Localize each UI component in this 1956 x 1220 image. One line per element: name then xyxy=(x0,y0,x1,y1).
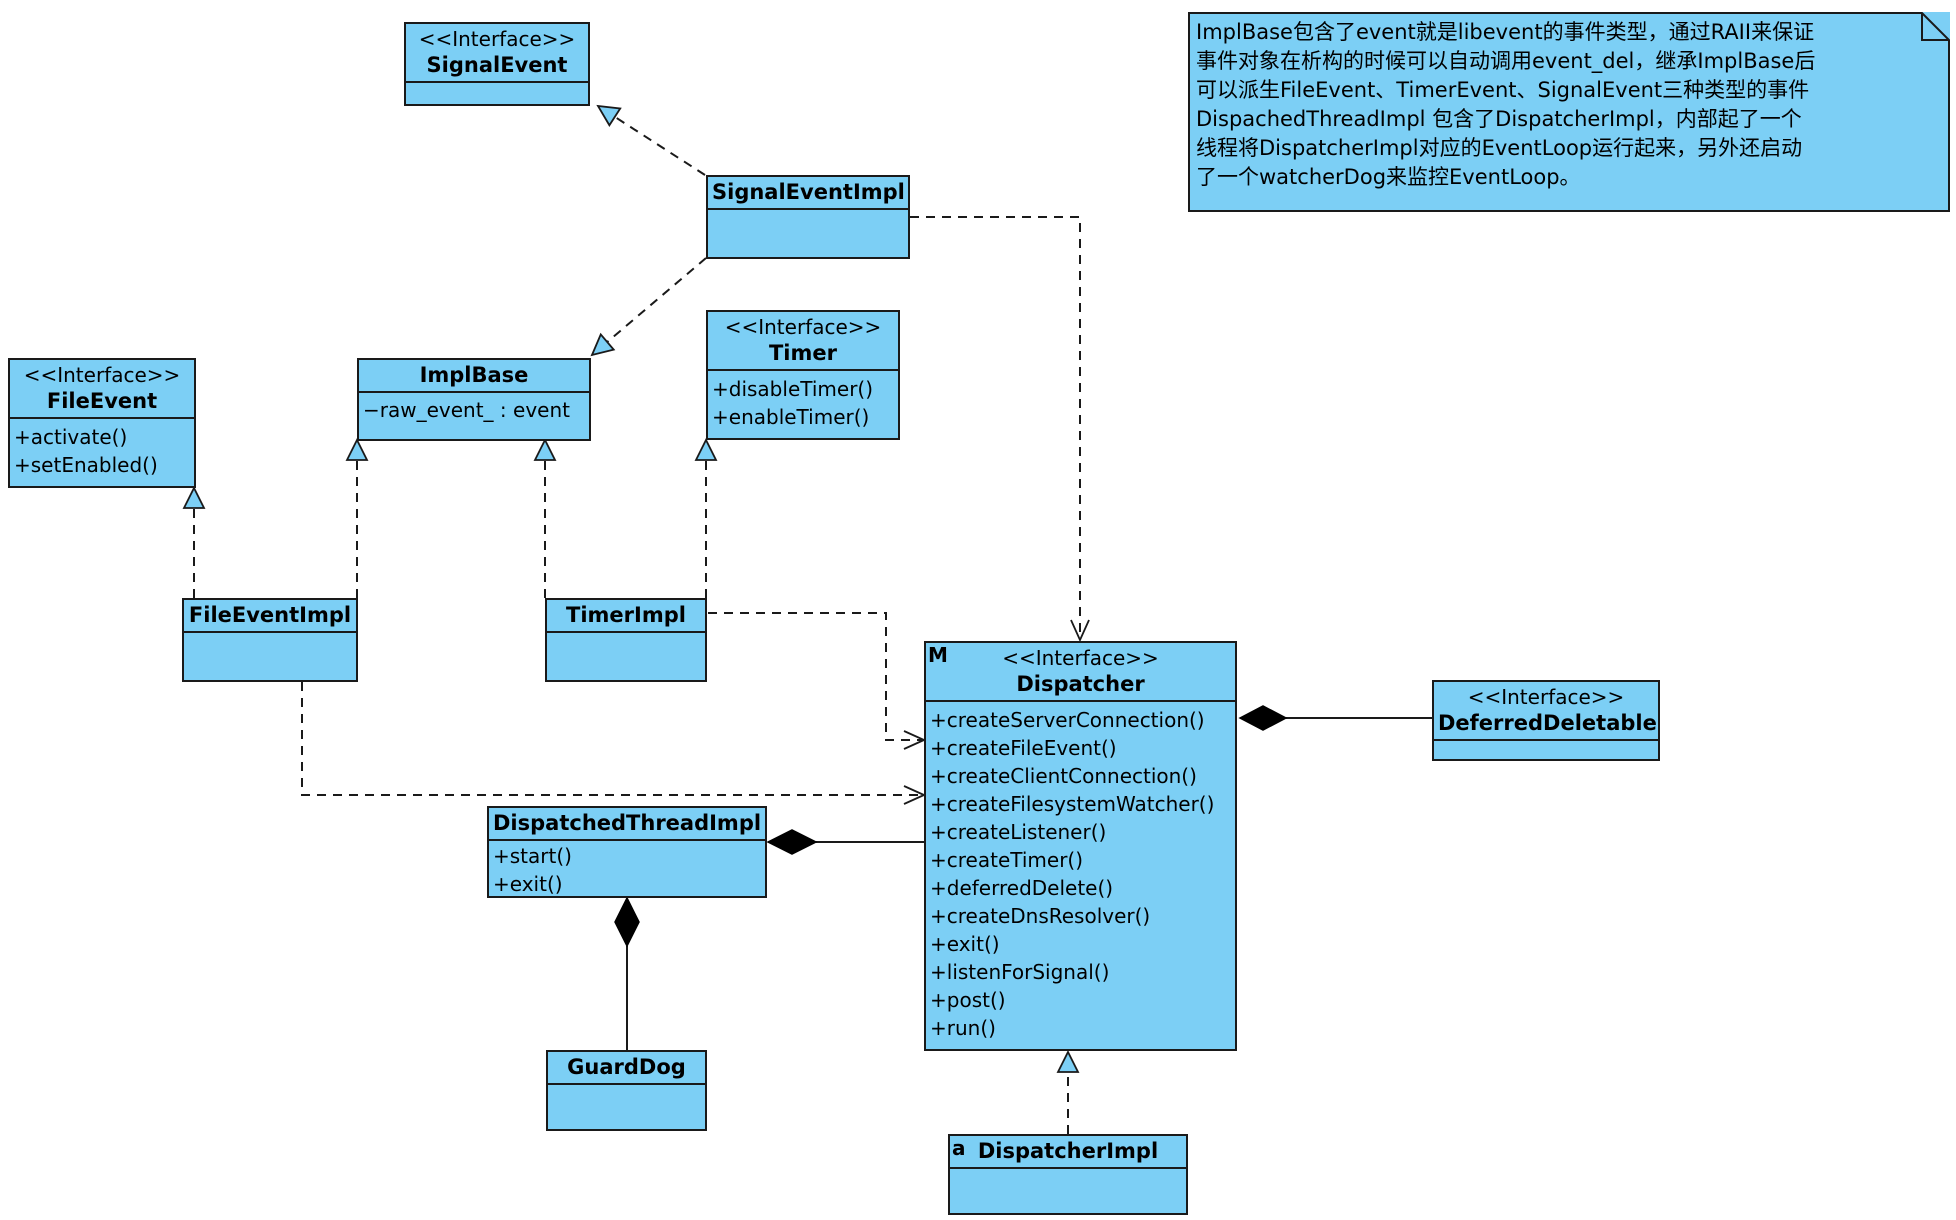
class-dispatcher-impl[interactable]: a DispatcherImpl xyxy=(948,1134,1188,1215)
class-name: SignalEvent xyxy=(426,53,568,77)
class-stereotype: <<Interface>> xyxy=(1002,646,1159,670)
class-operations: +start() +exit() xyxy=(489,841,765,899)
operation: +run() xyxy=(930,1016,996,1040)
class-file-event[interactable]: <<Interface>> FileEvent +activate() +set… xyxy=(8,358,196,488)
attribute: −raw_event_ : event xyxy=(363,398,570,422)
class-timer[interactable]: <<Interface>> Timer +disableTimer() +ena… xyxy=(706,310,900,440)
class-signal-event-impl[interactable]: SignalEventImpl xyxy=(706,175,910,259)
operation: +post() xyxy=(930,988,1006,1012)
class-stereotype: <<Interface>> xyxy=(1467,685,1625,709)
operation: +createTimer() xyxy=(930,848,1084,872)
class-name: ImplBase xyxy=(419,363,529,387)
operation: +exit() xyxy=(930,932,1000,956)
note-line: 线程将DispatcherImpl对应的EventLoop运行起来，另外还启动 xyxy=(1196,136,1803,160)
class-header: a DispatcherImpl xyxy=(950,1136,1186,1169)
operation: +createServerConnection() xyxy=(930,708,1205,732)
class-header: DispatchedThreadImpl xyxy=(489,808,765,841)
operation: +deferredDelete() xyxy=(930,876,1114,900)
realization-signal-event xyxy=(598,106,706,176)
class-header: GuardDog xyxy=(548,1052,705,1085)
class-header: TimerImpl xyxy=(547,600,705,633)
class-header: <<Interface>> DeferredDeletable xyxy=(1434,682,1658,741)
class-dispatched-thread-impl[interactable]: DispatchedThreadImpl +start() +exit() xyxy=(487,806,767,898)
class-header: FileEventImpl xyxy=(184,600,356,633)
note-line: 可以派生FileEvent、TimerEvent、SignalEvent三种类型… xyxy=(1196,78,1810,102)
operation: +activate() xyxy=(14,425,128,449)
composition-diamond-dispatcher xyxy=(1238,705,1288,731)
class-name: FileEventImpl xyxy=(188,603,352,627)
class-name: Timer xyxy=(768,341,837,365)
operation: +createListener() xyxy=(930,820,1107,844)
class-stereotype: <<Interface>> xyxy=(418,27,576,51)
class-operations: +activate() +setEnabled() xyxy=(10,419,194,483)
composition-diamond-guarddog xyxy=(614,896,640,948)
class-dispatcher[interactable]: M <<Interface>> Dispatcher +createServer… xyxy=(924,641,1237,1051)
operation: +disableTimer() xyxy=(712,377,874,401)
class-header: <<Interface>> Timer xyxy=(708,312,898,371)
class-name: TimerImpl xyxy=(566,603,686,627)
class-timer-impl[interactable]: TimerImpl xyxy=(545,598,707,682)
class-header: ImplBase xyxy=(359,360,589,393)
realization-impl-base-from-signal xyxy=(592,257,707,355)
operation: +createClientConnection() xyxy=(930,764,1197,788)
class-stereotype: <<Interface>> xyxy=(23,363,181,387)
class-name: DispatchedThreadImpl xyxy=(493,811,762,835)
abstract-badge-icon: a xyxy=(952,1136,966,1160)
note-outline xyxy=(1188,12,1950,212)
class-file-event-impl[interactable]: FileEventImpl xyxy=(182,598,358,682)
dependency-signal-to-dispatcher xyxy=(910,216,1080,640)
class-guard-dog[interactable]: GuardDog xyxy=(546,1050,707,1131)
operation: +exit() xyxy=(493,872,563,896)
class-name: DeferredDeletable xyxy=(1438,711,1657,735)
class-name: GuardDog xyxy=(567,1055,686,1079)
operation: +enableTimer() xyxy=(712,405,870,429)
class-stereotype: <<Interface>> xyxy=(724,315,882,339)
class-header: SignalEventImpl xyxy=(708,177,908,210)
class-name: FileEvent xyxy=(46,389,158,413)
dependency-file-to-dispatcher xyxy=(301,682,924,795)
operation: +createDnsResolver() xyxy=(930,904,1151,928)
note-line: DispachedThreadImpl 包含了DispatcherImpl，内部… xyxy=(1196,107,1802,131)
class-header: M <<Interface>> Dispatcher xyxy=(926,643,1235,702)
model-badge-icon: M xyxy=(928,643,948,667)
note-line: 事件对象在析构的时候可以自动调用event_del，继承ImplBase后 xyxy=(1196,49,1816,73)
class-signal-event[interactable]: <<Interface>> SignalEvent xyxy=(404,22,590,106)
class-operations: +disableTimer() +enableTimer() xyxy=(708,371,898,435)
note-line: 了一个watcherDog来监控EventLoop。 xyxy=(1196,165,1581,189)
composition-diamond-thread xyxy=(766,829,818,855)
class-operations: +createServerConnection() +createFileEve… xyxy=(926,702,1235,1046)
operation: +createFileEvent() xyxy=(930,736,1117,760)
class-impl-base[interactable]: ImplBase −raw_event_ : event xyxy=(357,358,591,441)
class-deferred-deletable[interactable]: <<Interface>> DeferredDeletable xyxy=(1432,680,1660,761)
class-name: DispatcherImpl xyxy=(977,1139,1159,1163)
class-name: Dispatcher xyxy=(1016,672,1145,696)
note-line: ImplBase包含了event就是libevent的事件类型，通过RAII来保… xyxy=(1196,20,1815,44)
operation: +listenForSignal() xyxy=(930,960,1110,984)
operation: +setEnabled() xyxy=(14,453,158,477)
dependency-timer-to-dispatcher xyxy=(708,612,924,740)
operation: +createFilesystemWatcher() xyxy=(930,792,1215,816)
operation: +start() xyxy=(493,844,572,868)
class-name: SignalEventImpl xyxy=(712,180,905,204)
class-header: <<Interface>> SignalEvent xyxy=(406,24,588,83)
class-header: <<Interface>> FileEvent xyxy=(10,360,194,419)
diagram-note: ImplBase包含了event就是libevent的事件类型，通过RAII来保… xyxy=(1188,12,1950,212)
